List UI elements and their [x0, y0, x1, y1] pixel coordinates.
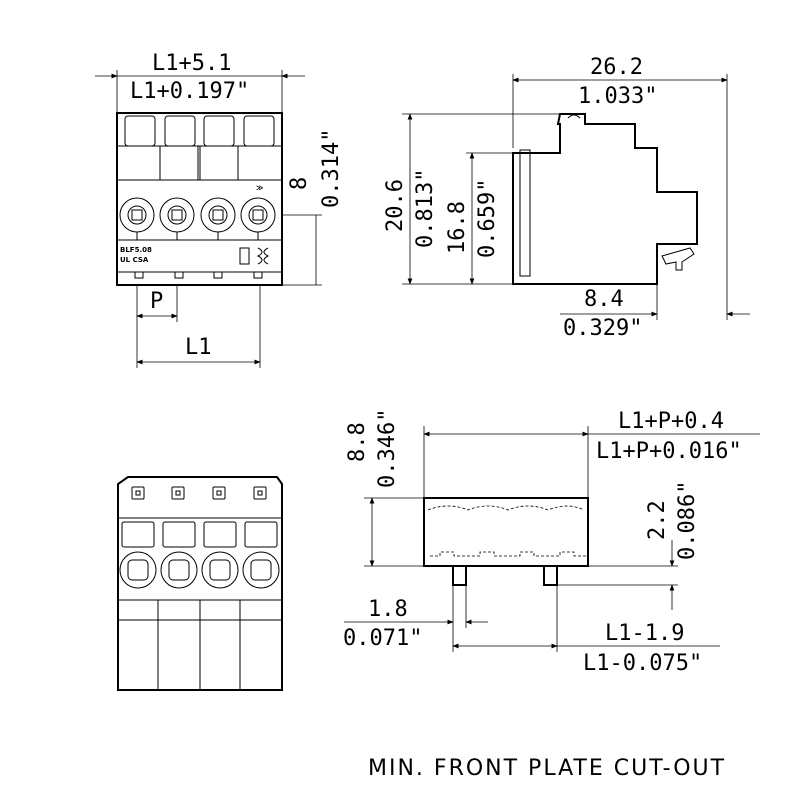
- length-label: L1: [185, 335, 212, 360]
- cutout-width-mm: L1+P+0.4: [618, 409, 724, 434]
- rear-push-buttons: [121, 521, 278, 548]
- cutout-hidden-pins: [430, 551, 588, 557]
- side-body-outline: [512, 113, 698, 285]
- cutout-pin-mm: L1-1.9: [605, 621, 684, 646]
- side-view: 26.2 1.033" 20.6 0.813" 16.8 0.659" 8.4 …: [383, 55, 750, 341]
- front-width-in: L1+0.197": [130, 79, 249, 104]
- side-lever: [519, 149, 531, 277]
- cutout-left-tab: [452, 566, 467, 586]
- side-dimensions: 26.2 1.033" 20.6 0.813" 16.8 0.659" 8.4 …: [383, 55, 750, 341]
- cutout-right-tab: [543, 566, 558, 586]
- side-height-in: 0.813": [413, 169, 438, 248]
- side-depth-mm: 26.2: [590, 55, 643, 80]
- front-width-mm: L1+5.1: [152, 51, 231, 76]
- cutout-view: L1+P+0.4 L1+P+0.016" 8.8 0.346" 2.2 0.08…: [343, 409, 760, 676]
- front-marking-area: BLF5.08 UL CSA ≫: [117, 184, 282, 279]
- polarity-mark: ≫: [256, 184, 263, 192]
- cutout-width-in: L1+P+0.016": [596, 439, 742, 464]
- cutout-offset-in: 0.071": [343, 626, 422, 651]
- front-dimensions: L1+5.1 L1+0.197" 8 0.314" P L1: [95, 51, 344, 368]
- front-height-in: 0.314": [319, 129, 344, 208]
- front-body-outline: [116, 112, 283, 286]
- cutout-caption: MIN. FRONT PLATE CUT-OUT: [368, 756, 726, 781]
- cutout-outline: [423, 497, 589, 567]
- cutout-height-in: 0.346": [375, 409, 400, 488]
- side-inner-in: 0.659": [475, 179, 500, 258]
- cutout-height-mm: 8.8: [345, 422, 370, 462]
- cutout-step-in: 0.086": [675, 481, 700, 560]
- front-release-slots: [117, 145, 282, 181]
- cutout-offset-mm: 1.8: [368, 597, 408, 622]
- cutout-pin-in: L1-0.075": [583, 651, 702, 676]
- rear-pole-separators: [157, 600, 241, 690]
- cutout-hidden-contour: [427, 505, 585, 511]
- cutout-dimensions: L1+P+0.4 L1+P+0.016" 8.8 0.346" 2.2 0.08…: [343, 409, 760, 676]
- front-view: BLF5.08 UL CSA ≫ L1+5.1 L1+0.197" 8 0.31…: [95, 51, 344, 368]
- side-height-mm: 20.6: [383, 179, 408, 232]
- approval-marking: UL CSA: [120, 256, 149, 264]
- front-wire-entries: [119, 197, 276, 240]
- cutout-step-mm: 2.2: [645, 500, 670, 540]
- rear-wire-entries: [119, 551, 280, 589]
- side-foot-in: 0.329": [563, 316, 642, 341]
- front-push-buttons: [118, 115, 281, 147]
- side-depth-in: 1.033": [578, 84, 657, 109]
- brand-marking: BLF5.08: [120, 246, 152, 254]
- side-foot-mm: 8.4: [584, 287, 624, 312]
- rear-body-outline: [117, 476, 283, 691]
- side-latch: [567, 114, 581, 119]
- front-height-mm: 8: [287, 177, 312, 190]
- side-clip: [661, 247, 695, 271]
- side-inner-mm: 16.8: [445, 201, 470, 254]
- rear-test-openings: [131, 486, 267, 500]
- rear-view: [117, 476, 283, 691]
- pitch-label: P: [150, 289, 163, 314]
